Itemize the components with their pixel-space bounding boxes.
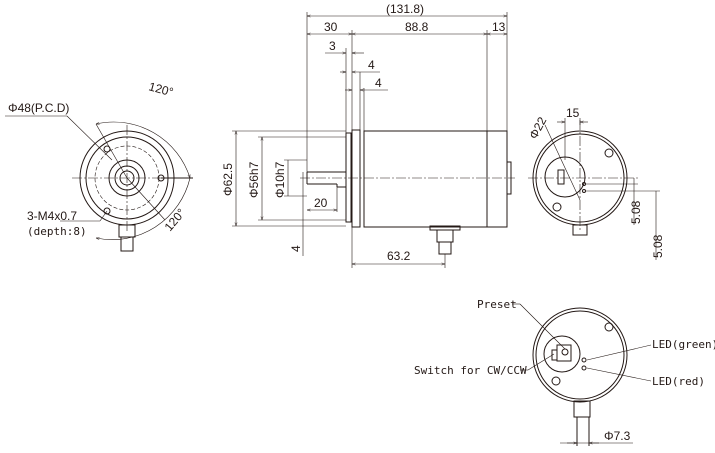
led-green-label: LED(green): [652, 338, 715, 351]
flat-length-dim: 20: [314, 196, 328, 210]
mount-hole: [103, 207, 111, 215]
dim-508a: 5.08: [629, 200, 643, 224]
cap-length-dim: 13: [492, 20, 506, 34]
depth-label: (depth:8): [27, 225, 87, 238]
shaft-dia-dim: Φ10h7: [273, 161, 287, 198]
pcd-label: Φ48(P.C.D): [8, 101, 69, 115]
front-view: Φ48(P.C.D) 120° 120° 3-M4x0.7 (depth:8): [5, 79, 193, 252]
spigot-dia-dim: Φ56h7: [247, 161, 261, 198]
shaft-length-dim: 30: [324, 20, 338, 34]
thread-label: 3-M4x0.7: [27, 209, 77, 223]
preset-label: Preset: [477, 298, 517, 311]
angle-bottom-label: 120°: [162, 206, 189, 234]
switch-label: Switch for CW/CCW: [414, 364, 527, 377]
rear-view: Φ22 15 5.08 5.08: [526, 106, 665, 260]
dim-4b: 4: [375, 76, 382, 90]
detail-view: Preset Switch for CW/CCW LED(green) LED(…: [414, 298, 715, 446]
dim-3: 3: [329, 39, 336, 53]
angle-top-label: 120°: [147, 79, 175, 99]
body-length-dim: 88.8: [405, 20, 429, 34]
outer-dia-dim: Φ62.5: [221, 163, 235, 196]
overall-length-dim: (131.8): [386, 2, 424, 16]
led-red-label: LED(red): [652, 375, 705, 388]
dim-508b: 5.08: [651, 234, 665, 258]
flat-depth-dim: 4: [289, 245, 303, 252]
side-view: (131.8) 30 88.8 13 3 4 4 Φ62.5 Φ56h7 Φ10…: [221, 2, 515, 268]
connector-pos-dim: 63.2: [387, 249, 411, 263]
dim-4a: 4: [368, 58, 375, 72]
cable-dia-dim: Φ7.3: [604, 429, 631, 443]
dim-15: 15: [566, 106, 580, 120]
